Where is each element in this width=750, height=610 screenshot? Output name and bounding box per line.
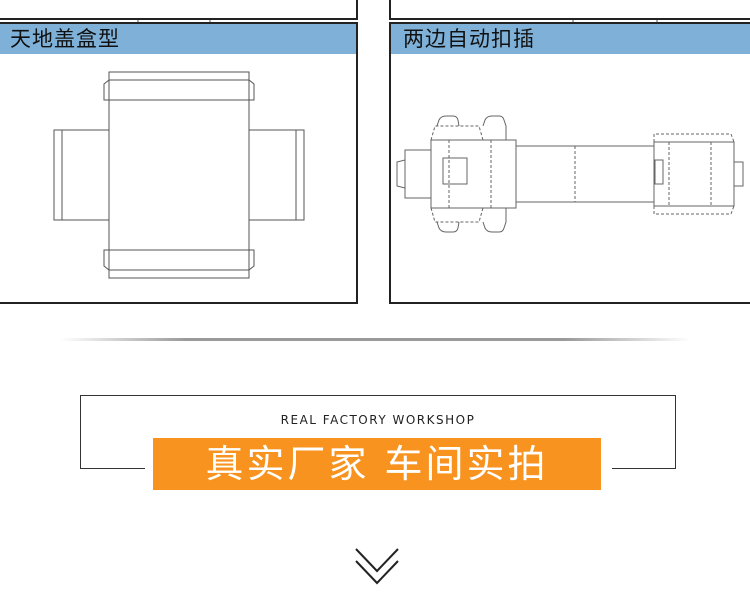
frame-bottom-left-line — [80, 468, 145, 469]
section-subtitle-en: REAL FACTORY WORKSHOP — [280, 413, 476, 427]
dieline-top-tuck — [108, 71, 250, 81]
panel-title-lid-base: 天地盖盒型 — [0, 24, 356, 54]
section-title-frame — [80, 395, 676, 469]
dieline-window-cutout — [442, 157, 468, 185]
previous-panel-left — [0, 0, 358, 33]
dieline-left-end — [430, 139, 517, 209]
dieline-right-flap — [248, 129, 297, 221]
dieline-slot — [654, 159, 664, 185]
box-type-panel-auto-lock: 两边自动扣插 — [389, 22, 750, 304]
lid-and-base-box-dieline — [53, 71, 305, 279]
frame-bottom-right-line — [612, 468, 676, 469]
section-title-zh: 真实厂家 车间实拍 — [153, 438, 601, 490]
double-chevron-down-icon — [355, 548, 399, 585]
dieline-left-tuck — [404, 149, 431, 199]
dieline-right-end — [653, 141, 735, 207]
section-divider — [60, 338, 690, 341]
dieline-right-tuck — [295, 129, 305, 221]
dieline-left-tuck — [53, 129, 63, 221]
previous-panel-right — [389, 0, 750, 33]
dieline-bottom-flap — [108, 249, 250, 271]
dieline-left-flap — [61, 129, 110, 221]
dieline-body-strip — [515, 145, 655, 203]
box-type-panel-lid-base: 天地盖盒型 — [0, 22, 358, 304]
dieline-base-panel — [108, 99, 250, 251]
panel-title-auto-lock: 两边自动扣插 — [391, 24, 750, 54]
dieline-bottom-tuck — [108, 269, 250, 279]
dieline-top-flap — [108, 79, 250, 101]
auto-lock-both-ends-dieline — [396, 115, 744, 233]
dieline-right-tuck — [734, 161, 744, 187]
